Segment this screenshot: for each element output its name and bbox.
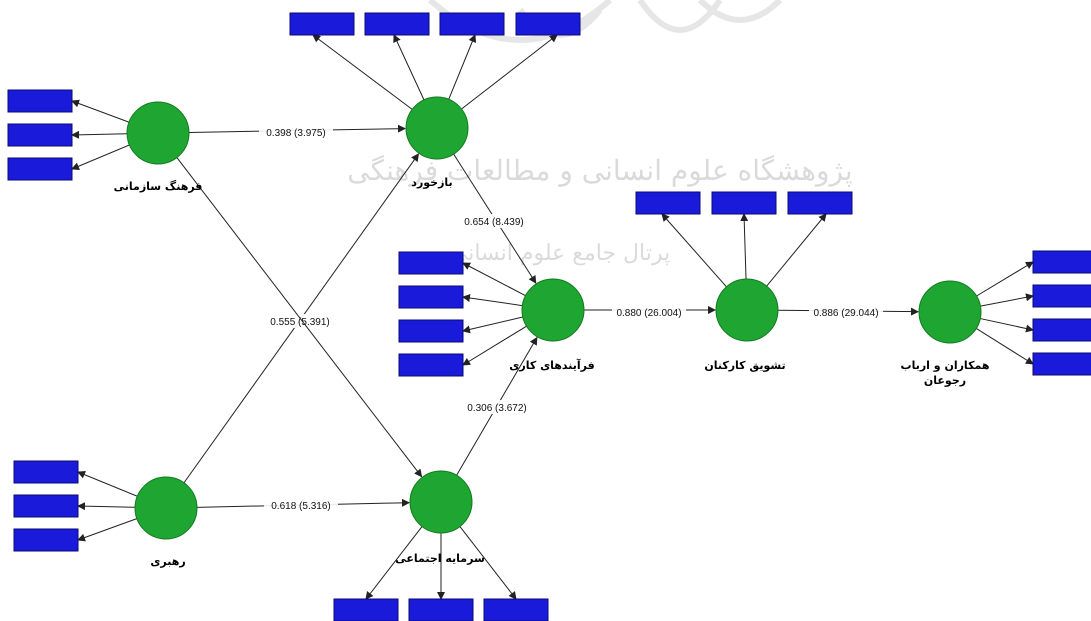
construct-label-hamkaran-line2: رجوعان bbox=[924, 374, 966, 387]
indicator-box-hamkaran bbox=[1032, 318, 1091, 342]
construct-farayand bbox=[521, 278, 585, 342]
construct-hamkaran bbox=[918, 280, 982, 344]
watermark: پژوهشگاه علوم انسانی و مطالعات فرهنگی پر… bbox=[347, 0, 853, 266]
construct-label-rahbari: رهبری bbox=[150, 555, 185, 568]
construct-label-bazkhord: بازخورد bbox=[411, 176, 452, 189]
indicator-box-sarmaye bbox=[408, 598, 474, 621]
indicator-box-hamkaran bbox=[1032, 250, 1091, 274]
indicator-arrow bbox=[976, 328, 1034, 365]
path-label-bg bbox=[460, 400, 534, 414]
indicator-box-bazkhord bbox=[289, 12, 355, 36]
path-coefficient-label: 0.306 (3.672) bbox=[467, 403, 527, 414]
indicator-arrow bbox=[740, 213, 749, 280]
path-label-bg bbox=[263, 314, 337, 328]
indicator-arrow bbox=[980, 318, 1034, 333]
indicator-box-sarmaye bbox=[483, 598, 549, 621]
path-label-bg bbox=[809, 305, 883, 319]
path-label-bg bbox=[264, 498, 338, 512]
watermark-line-2: پرتال جامع علوم انسانی bbox=[450, 241, 670, 266]
indicator-box-rahbari bbox=[13, 528, 79, 552]
indicator-arrow bbox=[459, 526, 517, 600]
indicator-arrow bbox=[77, 470, 138, 497]
indicator-arrow bbox=[461, 34, 558, 110]
indicator-boxes bbox=[7, 12, 1091, 621]
indicator-arrow bbox=[77, 518, 138, 542]
indicator-arrow bbox=[462, 325, 527, 366]
path-label-bg bbox=[457, 214, 531, 228]
path-label-bg bbox=[259, 125, 333, 139]
indicator-arrow bbox=[393, 34, 425, 101]
indicator-arrow bbox=[766, 213, 827, 287]
indicator-box-bazkhord bbox=[364, 12, 430, 36]
indicator-box-farayand bbox=[398, 285, 464, 309]
indicator-arrow bbox=[462, 294, 523, 307]
path-arrow-farhang-sarmaye bbox=[176, 157, 423, 478]
construct-label-sarmaye: سرمایه اجتماعی bbox=[395, 552, 485, 565]
construct-bazkhord bbox=[405, 96, 469, 160]
indicator-box-farhang bbox=[7, 123, 73, 147]
indicator-box-farhang bbox=[7, 89, 73, 113]
indicator-box-rahbari bbox=[13, 460, 79, 484]
construct-label-farayand: فرآیندهای کاری bbox=[509, 358, 594, 372]
construct-label-farhang: فرهنگ سازمانی bbox=[114, 179, 203, 193]
path-coefficient-label: 0.880 (26.004) bbox=[616, 308, 681, 319]
indicator-box-farayand bbox=[398, 251, 464, 275]
indicator-arrow bbox=[462, 316, 523, 334]
indicator-arrow bbox=[661, 213, 727, 288]
indicator-box-farayand bbox=[398, 353, 464, 377]
construct-label-hamkaran-line1: همکاران و ارباب bbox=[901, 359, 990, 372]
indicator-arrow bbox=[77, 502, 136, 511]
measurement-arrows bbox=[71, 34, 1034, 600]
indicator-arrow bbox=[462, 262, 526, 297]
construct-rahbari bbox=[134, 476, 198, 540]
path-label-bg bbox=[612, 305, 686, 319]
indicator-arrow bbox=[71, 144, 130, 170]
indicator-arrow bbox=[365, 526, 423, 600]
construct-tashvigh bbox=[715, 278, 779, 342]
indicator-box-bazkhord bbox=[515, 12, 581, 36]
path-coefficient-label: 0.618 (5.316) bbox=[271, 501, 331, 512]
watermark-line-1: پژوهشگاه علوم انسانی و مطالعات فرهنگی bbox=[347, 154, 852, 187]
indicator-box-tashvigh bbox=[711, 191, 777, 215]
indicator-arrow bbox=[448, 34, 477, 100]
indicator-box-tashvigh bbox=[635, 191, 701, 215]
indicator-arrow bbox=[312, 34, 413, 110]
path-coefficient-label: 0.555 (5.391) bbox=[270, 317, 330, 328]
indicator-box-farayand bbox=[398, 319, 464, 343]
indicator-box-farhang bbox=[7, 157, 73, 181]
indicator-box-bazkhord bbox=[439, 12, 505, 36]
indicator-arrow bbox=[980, 293, 1034, 307]
construct-farhang bbox=[126, 101, 190, 165]
indicator-arrow bbox=[71, 130, 128, 139]
path-coefficient-label: 0.886 (29.044) bbox=[813, 308, 878, 319]
construct-sarmaye bbox=[409, 470, 473, 534]
indicator-box-rahbari bbox=[13, 494, 79, 518]
indicator-box-tashvigh bbox=[787, 191, 853, 215]
path-coefficient-label: 0.398 (3.975) bbox=[266, 128, 326, 139]
indicator-box-sarmaye bbox=[333, 598, 399, 621]
latent-constructs: فرهنگ سازمانی بازخورد فرآیندهای کاری رهبری س… bbox=[114, 96, 990, 568]
indicator-box-hamkaran bbox=[1032, 352, 1091, 376]
construct-label-tashvigh: تشویق کارکنان bbox=[704, 359, 785, 372]
structural-paths: 0.398 (3.975) 0.654 (8.439) 0.555 (5.391) 0… bbox=[176, 124, 920, 512]
path-coefficient-label: 0.654 (8.439) bbox=[464, 217, 524, 228]
indicator-arrow bbox=[71, 99, 130, 123]
indicator-arrow bbox=[976, 261, 1034, 297]
indicator-box-hamkaran bbox=[1032, 284, 1091, 308]
